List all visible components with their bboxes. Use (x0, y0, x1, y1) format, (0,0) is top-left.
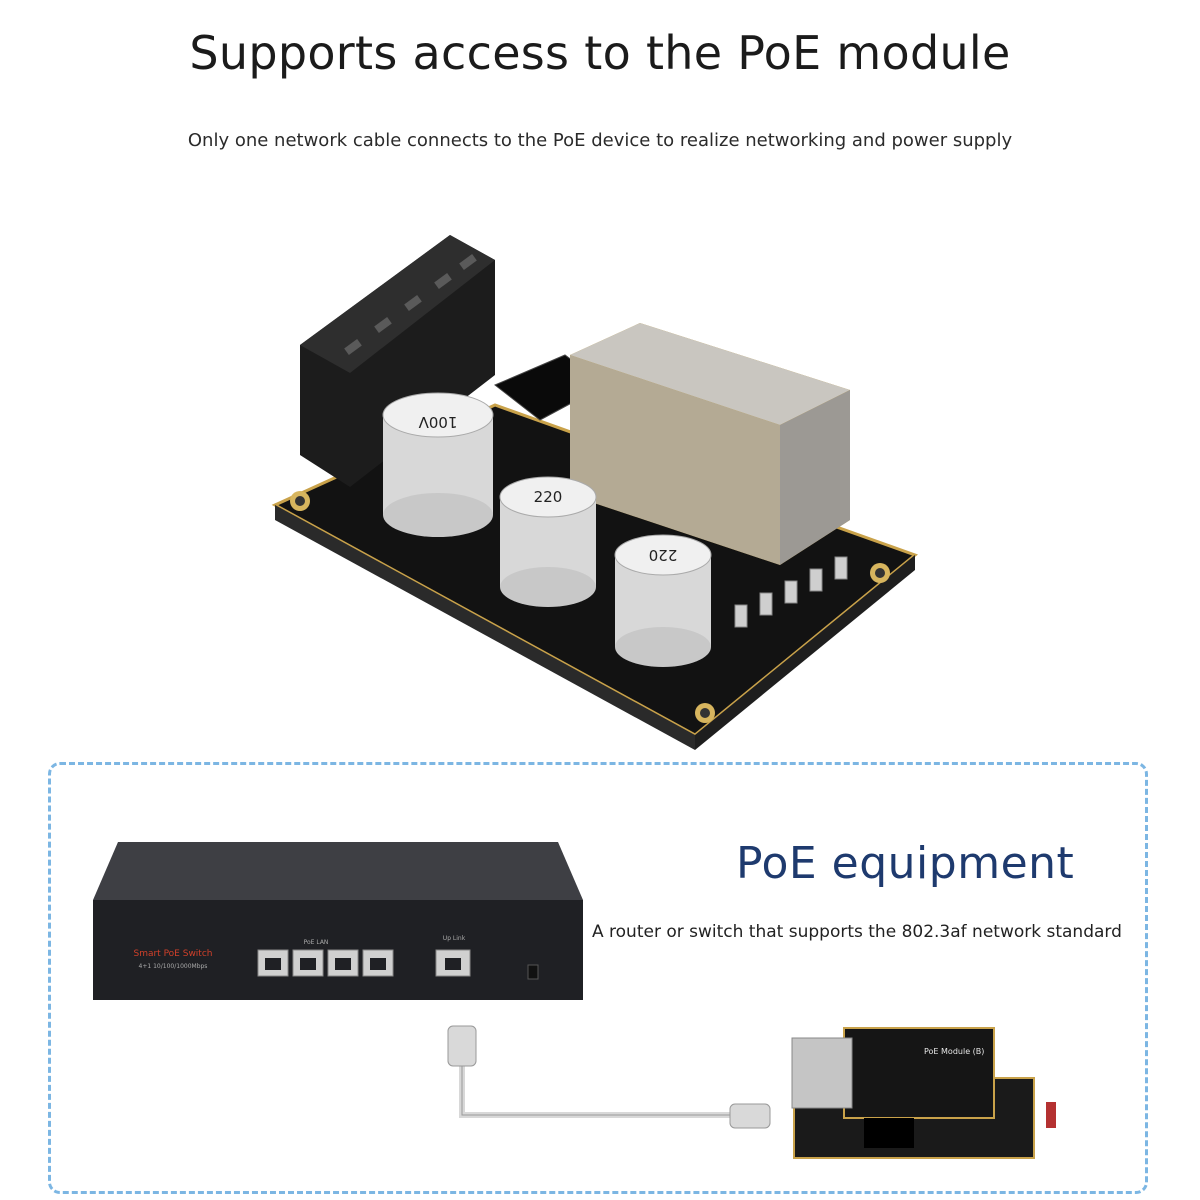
switch-brand-label: Smart PoE Switch (133, 949, 212, 959)
switch-uplink-label: Up Link (443, 935, 466, 942)
poe-module-image: 100V 220 220 (271, 235, 919, 750)
svg-text:220: 220 (534, 488, 563, 506)
switch-spec-label: 4+1 10/100/1000Mbps (139, 963, 208, 970)
capacitor-medium: 220 (499, 476, 597, 607)
equipment-description: A router or switch that supports the 802… (592, 922, 1122, 942)
switch-poe-lan-label: PoE LAN (304, 939, 329, 946)
capacitor-large: 100V (382, 392, 494, 537)
transformer (570, 323, 850, 565)
svg-text:100V: 100V (418, 413, 458, 431)
pin-header (300, 235, 495, 487)
dev-board-image: PoE Module (B) (791, 1027, 1056, 1159)
network-cable-image (447, 1025, 771, 1129)
svg-text:220: 220 (649, 546, 678, 564)
capacitor-small: 220 (614, 534, 712, 667)
page-title: Supports access to the PoE module (189, 26, 1011, 80)
poe-switch-image: Smart PoE Switch 4+1 10/100/1000Mbps PoE… (93, 842, 583, 1000)
page-subtitle: Only one network cable connects to the P… (187, 130, 1013, 151)
equipment-title: PoE equipment (736, 838, 1075, 889)
board-label: PoE Module (B) (924, 1047, 984, 1056)
